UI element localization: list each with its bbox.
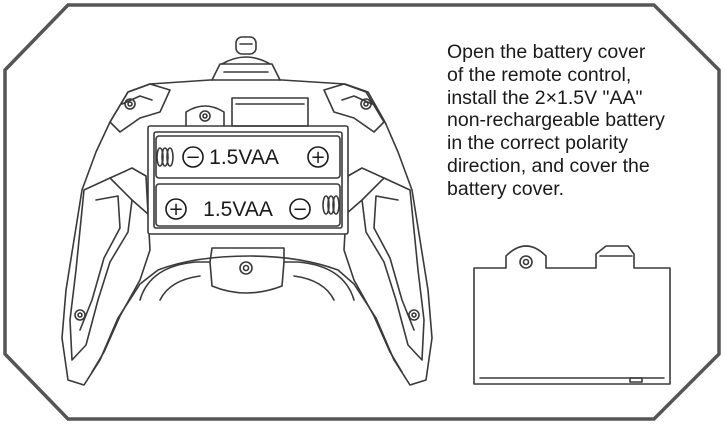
battery-top-right-terminal: + (310, 147, 325, 168)
polarity-circle-bottom-right (289, 198, 311, 220)
battery-top-left-terminal: − (185, 147, 200, 168)
antenna-knob (211, 36, 281, 81)
remote-body-outline (61, 79, 433, 386)
screw-hole-left-grip (74, 309, 86, 321)
battery-top-markings: − 1.5VAA + (182, 146, 329, 169)
left-grip-panel (69, 177, 133, 361)
polarity-circle-top-left (182, 146, 204, 168)
battery-bottom-label: 1.5VAA (203, 198, 273, 221)
right-grip-panel (361, 177, 425, 361)
instruction-line-6: direction, and cover the (447, 154, 650, 177)
battery-bottom-markings: + 1.5VAA − (165, 198, 311, 221)
left-shoulder (109, 83, 171, 133)
battery-bottom-left-terminal: + (168, 199, 183, 220)
handle-arch (139, 261, 355, 301)
instruction-line-7: battery cover. (447, 177, 565, 200)
spring-bottom (322, 195, 340, 215)
screw-hole-left-shoulder (124, 98, 136, 110)
octagon-frame (3, 3, 721, 421)
spring-top (156, 147, 174, 167)
battery-cell-bottom (155, 183, 341, 227)
battery-cover-screw-hole (519, 255, 533, 269)
instruction-line-4: non-rechargeable battery (447, 109, 665, 132)
battery-cover-drawing (473, 245, 671, 385)
screw-hole-bottom (239, 261, 253, 275)
battery-bottom-right-terminal: − (292, 199, 307, 220)
instruction-line-5: in the correct polarity (447, 132, 628, 155)
instruction-line-1: Open the battery cover (447, 41, 646, 63)
battery-cover-outline (473, 245, 671, 385)
remote-control-drawing (61, 36, 433, 386)
polarity-circle-top-right (307, 146, 329, 168)
instruction-line-3: install the 2×1.5V "AA" (447, 86, 643, 109)
battery-cell-top (155, 135, 341, 179)
polarity-circle-bottom-left (165, 198, 187, 220)
screw-hole-right-shoulder (360, 98, 372, 110)
instruction-line-2: of the remote control, (447, 63, 632, 86)
screw-hole-right-grip (408, 309, 420, 321)
instruction-text: Open the battery cover of the remote con… (447, 41, 717, 201)
right-shoulder (323, 83, 385, 133)
battery-top-label: 1.5VAA (209, 146, 279, 169)
